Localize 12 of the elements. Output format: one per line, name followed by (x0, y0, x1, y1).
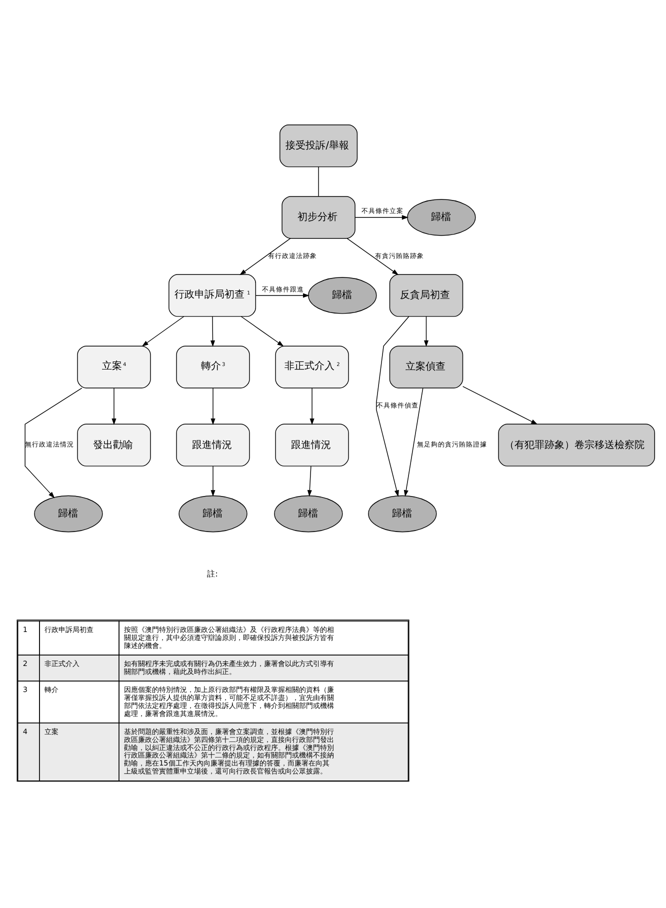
label: 按照《澳門特別行政區廉政公署組織法》及《行政程序法典》等的相關規定進行，其中必須遵守辯論原則，即確保投訴方與被投訴方皆有陳述的機會。 (124, 624, 334, 650)
label: 1 (22, 624, 28, 634)
label: 立案 (44, 726, 59, 736)
label: 因應個案的特別情況，加上原行政部門有權限及掌握相關的資料（廉署僅掌握投訴人提供的單方資料，可能不足或不詳盡），宜先由有關部門依法定程序處理，在徵得投訴人同意下，轉介到相關部門或機構處理，廉署會跟進其進展情況。 (124, 684, 334, 718)
label: 如有關程序未完成或有關行為仍未產生效力，廉署會以此方式引導有關部門或機構，藉此及時作出糾正。 (124, 658, 334, 676)
label: 2 (22, 658, 28, 668)
label: 非正式介入 (44, 658, 80, 668)
label: 4 (22, 726, 28, 736)
label: 基於問題的嚴重性和涉及面，廉署會立案調查，並根據《澳門特別行政區廉政公署組織法》第四條第十二項的規定，直接向行政部門發出勸喻，以糾正違法或不公正的行政行為或行政程序。根據《澳門特別行政區廉政公署組織法》第十二條的規定，如有關部門或機構不接納勸喻，應在15個工作天內向廉署提出有理據的答覆，而廉署在向其上級或監管實體重申立場後，還可向行政長官報告或向公眾披露。 (124, 726, 334, 776)
label: 3 (22, 684, 28, 694)
label: 轉介 (44, 684, 59, 694)
label: 行政申訴局初查 (44, 624, 94, 634)
